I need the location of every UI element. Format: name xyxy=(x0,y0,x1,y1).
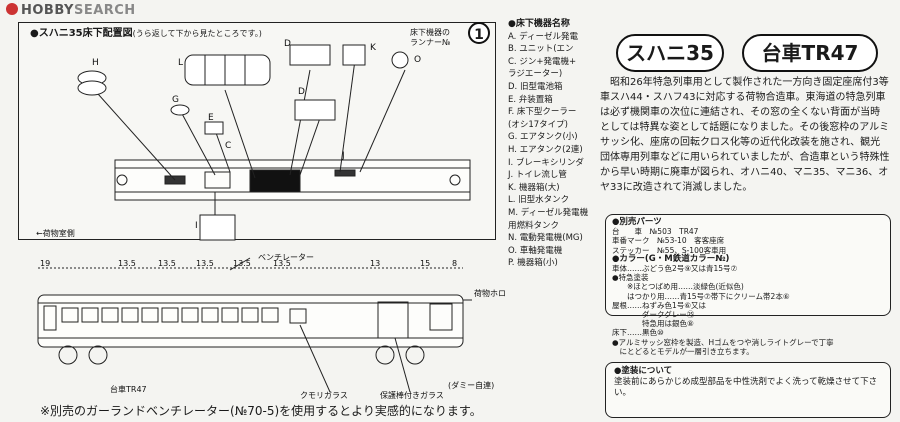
list-item: (オシ17タイプ) xyxy=(508,119,568,130)
spec-box: ●別売パーツ 台 車 №503 TR47 車番マーク №53-10 客客座席 ス… xyxy=(605,214,891,356)
list-item: ラジエーター) xyxy=(508,69,563,80)
luggage-window xyxy=(429,303,453,331)
part-letter-d: D xyxy=(284,39,291,49)
wheel-3 xyxy=(375,345,395,365)
dim-left-1: 19 xyxy=(40,259,50,268)
spec-row: 台 車 №503 TR47 xyxy=(612,227,699,237)
list-item: H. エアタンク(2連) xyxy=(508,144,583,155)
large-box-sketch xyxy=(342,44,366,66)
list-item: G. エアタンク(小) xyxy=(508,132,578,143)
frosted-glass-label: クモリガラス xyxy=(300,390,348,400)
dummy-coupler-label: (ダミー自連) xyxy=(448,380,494,390)
dim-left-2: 13.5 xyxy=(118,259,136,268)
wheel-a xyxy=(116,174,128,186)
list-item: B. ユニット(エン xyxy=(508,44,574,55)
valve-box-sketch xyxy=(204,121,224,135)
painting-note-text: 塗装前にあらかじめ成型部品を中性洗剤でよく洗って乾燥させて下さい。 xyxy=(614,377,878,398)
part-letter-j: J xyxy=(341,151,345,161)
list-item: K. 機器箱(大) xyxy=(508,182,560,193)
dim-right-1: 13 xyxy=(370,259,380,268)
painting-note-box: ●塗装について 塗装前にあらかじめ成型部品を中性洗剤でよく洗って乾燥させて下さい… xyxy=(605,362,891,418)
water-tank-sketch xyxy=(184,54,271,86)
parts-list-heading: ●床下機器名称 xyxy=(508,19,570,29)
car-title: スハニ35 xyxy=(616,34,724,72)
end-door xyxy=(43,305,57,331)
part-letter-g: G xyxy=(172,95,179,105)
luggage-door xyxy=(377,301,409,339)
watermark-logo: HOBBYSEARCH xyxy=(6,3,136,18)
bogie-title: 台車TR47 xyxy=(742,34,878,72)
axle-generator-sketch xyxy=(391,51,409,69)
spec-row: ダークグレー㉕ xyxy=(612,310,695,320)
battery-box-sketch xyxy=(289,44,331,66)
spec-row: ●アルミサッシ窓枠を製造、Hゴムをつや消しライトグレーで丁寧 xyxy=(612,337,834,347)
wheel-1 xyxy=(58,345,78,365)
painting-note-heading: ●塗装について xyxy=(614,366,673,376)
list-item: M. ディーゼル発電機 xyxy=(508,207,589,218)
spec-row: 特急用は銀色⑧ xyxy=(612,319,694,329)
list-item: F. 床下型クーラー xyxy=(508,107,577,118)
spec-row: ●特急塗装 xyxy=(612,273,649,283)
ventilator-label: ベンチレーター xyxy=(258,253,314,262)
dim-right-2: 15 xyxy=(420,259,430,268)
spec-row: ステッカー №55、S-100客車用 xyxy=(612,245,727,255)
spec-row: ※ほとつばめ用……淡緑色(近似色) xyxy=(612,282,744,292)
runner-note: 床下機器のランナー№ xyxy=(410,28,451,47)
equipment-mark xyxy=(204,171,231,189)
battery-box-sketch-2 xyxy=(294,99,336,121)
dim-right-3: 8 xyxy=(452,259,457,268)
list-item: A. ディーゼル発電 xyxy=(508,31,578,42)
underfloor-parts-list: ●床下機器名称 A. ディーゼル発電 B. ユニット(エン C. ジン+発電機+… xyxy=(508,18,608,270)
spec-row: 車体……ぶどう色2号⑨又は青15号⑦ xyxy=(612,264,738,274)
car-description: 昭和26年特急列車用として製作された一方向き固定座席付3等車スハ44・スハフ43… xyxy=(600,77,890,193)
list-item: N. 電動発電機(MG) xyxy=(508,233,583,244)
part-letter-o: O xyxy=(414,55,421,65)
part-letter-h: H xyxy=(92,58,99,68)
battery-box-mark xyxy=(249,169,301,193)
wheel-4 xyxy=(405,345,425,365)
wheel-b xyxy=(449,174,461,186)
list-item: C. ジン+発電機+ xyxy=(508,56,577,67)
frosted-window xyxy=(289,308,307,324)
logo-mark-icon xyxy=(6,3,18,15)
spec-row: 車番マーク №53-10 客客座席 xyxy=(612,236,725,246)
spec-row: 屋根……ねずみ色1号⑥又は xyxy=(612,300,706,310)
list-item: P. 機器箱(小) xyxy=(508,258,558,269)
spec-row: にとどるとモデルが一層引き立ちます。 xyxy=(612,346,754,356)
wheel-2 xyxy=(88,345,108,365)
ventilator-note: ※別売のガーランドベンチレーター(№70-5)を使用するとより実感的になります。 xyxy=(40,404,482,418)
spec-row: 床下……黒色⑩ xyxy=(612,328,664,338)
part-letter-d2: D xyxy=(298,87,305,97)
underfloor-title: ●スハニ35床下配置図(うら返して下から見たところです。) xyxy=(30,28,262,39)
parts-heading: ●別売パーツ xyxy=(612,217,662,227)
luggage-side-label: ←荷物室側 xyxy=(36,228,75,238)
list-item: O. 車軸発電機 xyxy=(508,245,563,256)
list-item: I. ブレーキシリンダ xyxy=(508,157,584,168)
list-item: L. 旧型水タンク xyxy=(508,195,570,206)
dim-left-4: 13.5 xyxy=(196,259,214,268)
runner-number-badge: 1 xyxy=(468,22,490,44)
dim-left-6: 13.5 xyxy=(273,259,291,268)
part-letter-k: K xyxy=(370,43,377,53)
bogie-label: 台車TR47 xyxy=(110,384,147,394)
part-letter-i: I xyxy=(195,221,198,231)
list-item: 用燃料タンク xyxy=(508,220,560,231)
list-item: D. 旧型電池箱 xyxy=(508,81,563,92)
list-item: E. 弁装置箱 xyxy=(508,94,553,105)
color-heading: ●カラー(G・M鉄道カラー№) xyxy=(612,253,730,264)
luggage-hood-label: 荷物ホロ xyxy=(474,288,506,298)
dim-left-5: 13.5 xyxy=(233,259,251,268)
list-item: J. トイレ流し管 xyxy=(508,170,567,181)
part-letter-l: L xyxy=(178,58,183,68)
protected-glass-label: 保護棒付きガラス xyxy=(380,390,444,400)
part-letter-e: E xyxy=(208,113,214,123)
brake-cylinder-sketch xyxy=(199,214,236,241)
dim-left-3: 13.5 xyxy=(158,259,176,268)
part-letter-c: C xyxy=(225,141,231,151)
spec-row: はつかり用……青15号⑦帯下にクリーム帯2本⑥ xyxy=(612,291,790,301)
box-mark xyxy=(334,169,356,177)
passenger-windows xyxy=(61,307,279,323)
air-tank-small-sketch xyxy=(170,104,190,116)
